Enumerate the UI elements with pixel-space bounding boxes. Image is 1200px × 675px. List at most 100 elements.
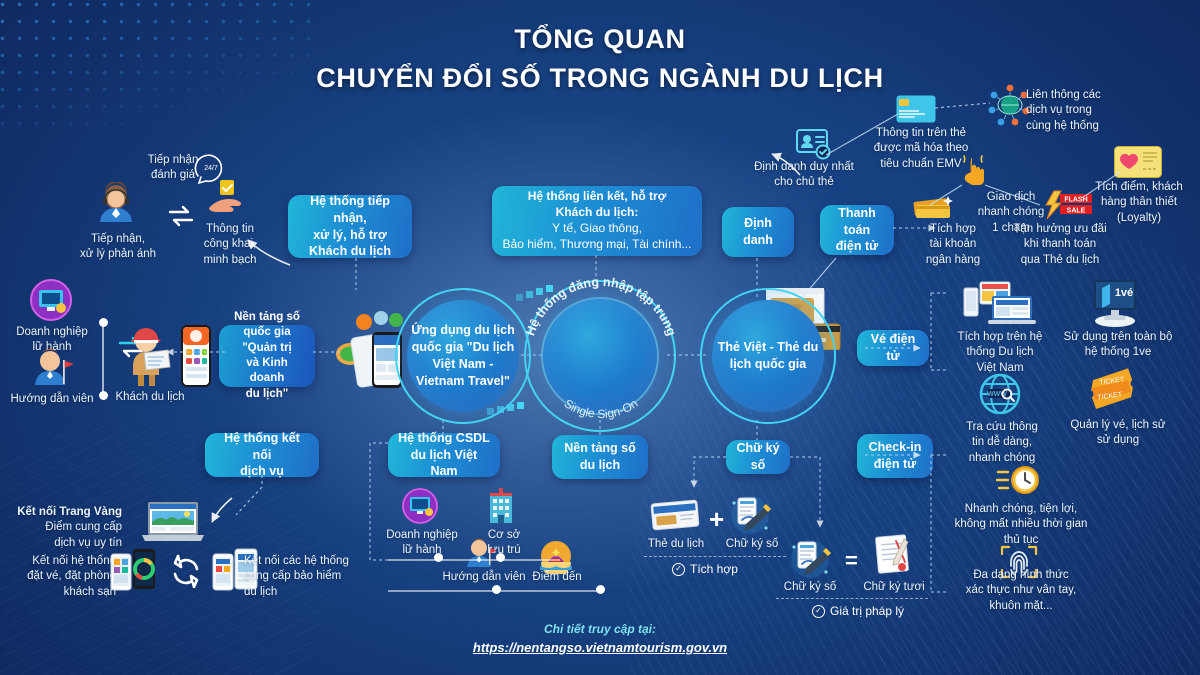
footer: Chi tiết truy cập tại: https://nentangso… (0, 622, 1200, 657)
one-touch-hand-icon (958, 152, 988, 186)
travel-card-label: Thẻ du lịch (647, 538, 705, 550)
sso-dash-decor (516, 284, 562, 302)
title-line-2: CHUYỂN ĐỔI SỐ TRONG NGÀNH DU LỊCH (316, 63, 884, 93)
flash-sale-icon: FLASH SALE (1044, 190, 1094, 220)
business-icon (400, 487, 440, 525)
svg-text:TICKET: TICKET (1099, 376, 1125, 386)
footer-caption: Chi tiết truy cập tại: (543, 622, 656, 636)
svg-text:WWW: WWW (987, 391, 1007, 398)
fast-clock-icon (996, 462, 1042, 498)
integrate-check-row: ✓ Tích hợp (672, 562, 738, 576)
page-title: TỔNG QUAN CHUYỂN ĐỔI SỐ TRONG NGÀNH DU L… (0, 24, 1200, 94)
support-agent-icon (92, 182, 140, 228)
interop-label: Liên thông các dịch vụ trong cùng hệ thố… (1026, 89, 1101, 132)
destination-icon (538, 540, 574, 574)
csdl-dot-3 (492, 585, 501, 594)
pill-service-connect[interactable]: Hệ thống kết nối dịch vụ (205, 431, 319, 478)
pill-national-platform[interactable]: Nền tảng số quốc gia "Quản trị và Kinh d… (219, 311, 315, 400)
wet-signature-icon (872, 534, 916, 576)
equals-sign: = (845, 548, 858, 573)
emv-card-icon (896, 95, 936, 123)
pill-reception-system[interactable]: Hệ thống tiếp nhận, xử lý, hỗ trợ Khách … (288, 194, 412, 258)
unique-id-label: Định danh duy nhất cho chủ thẻ (754, 161, 854, 189)
booking-phones-icon (110, 548, 158, 592)
wet-signature-label: Chữ ký tươi (863, 581, 925, 593)
interop-network-icon (988, 84, 1032, 126)
svg-text:TICKET: TICKET (1097, 391, 1123, 401)
lookup-label: Tra cứu thông tin dễ dàng, nhanh chóng (966, 421, 1038, 464)
exchange-arrows-icon (166, 203, 196, 229)
guide-icon (463, 538, 497, 572)
legal-check-row: ✓ Giá trị pháp lý (812, 604, 904, 618)
travel-business-icon (27, 278, 75, 322)
sync-arrows-icon (168, 554, 204, 588)
id-card-icon (796, 128, 832, 160)
svg-text:FLASH: FLASH (1064, 197, 1087, 204)
monitor-ticket-icon: 1vé (1086, 278, 1144, 328)
check-icon-2: ✓ (812, 604, 825, 618)
svg-text:24/7: 24/7 (204, 165, 218, 172)
tour-guide-icon (28, 348, 74, 390)
connector-dot-top (99, 318, 108, 327)
title-line-1: TỔNG QUAN (514, 24, 686, 54)
pill-echeckin[interactable]: Check-in điện tử (857, 434, 933, 478)
yellow-pages-label: Kết nối Trang Vàng Điểm cung cấp dịch vụ… (17, 506, 122, 549)
csdl-item-hotel-label: Cơ sở lưu trú (487, 529, 521, 557)
svg-text:SALE: SALE (1067, 208, 1086, 215)
fingerprint-icon (998, 543, 1040, 581)
tourist-icon (124, 325, 172, 387)
integrate-divider (644, 556, 786, 557)
digital-signature-label-1: Chữ ký số (725, 538, 779, 550)
pill-identity[interactable]: Định danh (722, 207, 794, 257)
mobile-app-icon (178, 324, 214, 388)
check-icon-1: ✓ (672, 562, 685, 576)
csdl-item-destination-label: Điểm đến (532, 571, 582, 583)
app-hub-dash-decor (487, 400, 535, 418)
transparency-hand-icon (206, 178, 248, 218)
auth-methods-label: Đa dạng hình thức xác thực như vân tay, … (965, 569, 1077, 612)
csdl-item-business-label: Doanh nghiệp lữ hành (386, 529, 458, 557)
checkin-fast-label: Nhanh chóng, tiện lợi, không mất nhiều t… (954, 503, 1088, 546)
transparency-label: Thông tin công khai, minh bạch (203, 223, 257, 266)
legal-divider (776, 598, 928, 599)
pill-csdl[interactable]: Hệ thống CSDL du lịch Việt Nam (388, 431, 500, 478)
csdl-dot-2 (496, 553, 505, 562)
hub-national-travel-app[interactable]: Ứng dụng du lịch quốc gia "Du lịch Việt … (407, 300, 519, 412)
pill-digital-signature[interactable]: Chữ ký số (726, 440, 790, 474)
globe-search-icon: WWW (978, 372, 1022, 416)
csdl-item-guide-label: Hướng dẫn viên (442, 571, 526, 583)
receive-rating-label: Tiếp nhận đánh giá (147, 154, 199, 182)
hub-sso[interactable] (543, 299, 657, 413)
booking-connect-label: Kết nối hệ thống đặt vé, đặt phòng khách… (27, 555, 116, 598)
insurance-phones-icon (212, 548, 260, 592)
travel-card-small-icon (650, 496, 702, 534)
csdl-dot-4 (596, 585, 605, 594)
loyalty-label: Tích điểm, khách hàng thân thiết (Loyalt… (1095, 181, 1183, 224)
pill-linkage-system[interactable]: Hệ thống liên kết, hỗ trợ Khách du lịch:… (492, 186, 702, 256)
pill-digital-platform[interactable]: Nền tảng số du lịch (552, 435, 648, 479)
hub-viet-card[interactable]: Thẻ Việt - Thẻ du lịch quốc gia (712, 300, 824, 412)
laptop-portal-icon (142, 500, 204, 544)
promo-label: Tận hưởng ưu đãi khi thanh toán qua Thẻ … (1013, 223, 1107, 266)
support-247-icon: 24/7 (192, 152, 228, 186)
plus-sign: + (709, 504, 725, 534)
travel-business-label: Doanh nghiệp lữ hành (16, 326, 88, 354)
digital-signature-icon (726, 494, 774, 536)
footer-url[interactable]: https://nentangso.vietnamtourism.gov.vn (472, 640, 728, 655)
bank-cards-icon (912, 192, 954, 222)
digital-signature-icon-2 (786, 538, 834, 580)
tickets-icon: TICKET TICKET (1086, 368, 1142, 414)
connector-dot-bottom (99, 391, 108, 400)
hotel-icon (484, 487, 518, 525)
bank-account-label: Tích hợp tài khoản ngân hàng (925, 223, 981, 266)
pill-epayment[interactable]: Thanh toán điện tử (820, 205, 894, 255)
digital-signature-label-2: Chữ ký số (783, 581, 837, 593)
pill-eticket[interactable]: Vé điện tử (857, 330, 929, 366)
svg-text:1vé: 1vé (1115, 287, 1133, 299)
csdl-dot-1 (434, 553, 443, 562)
ticket-manage-label: Quản lý vé, lịch sử sử dụng (1070, 419, 1166, 447)
multi-device-icon (962, 280, 1038, 328)
loyalty-card-icon (1114, 146, 1162, 178)
handle-feedback-label: Tiếp nhận, xử lý phản ánh (79, 233, 157, 261)
